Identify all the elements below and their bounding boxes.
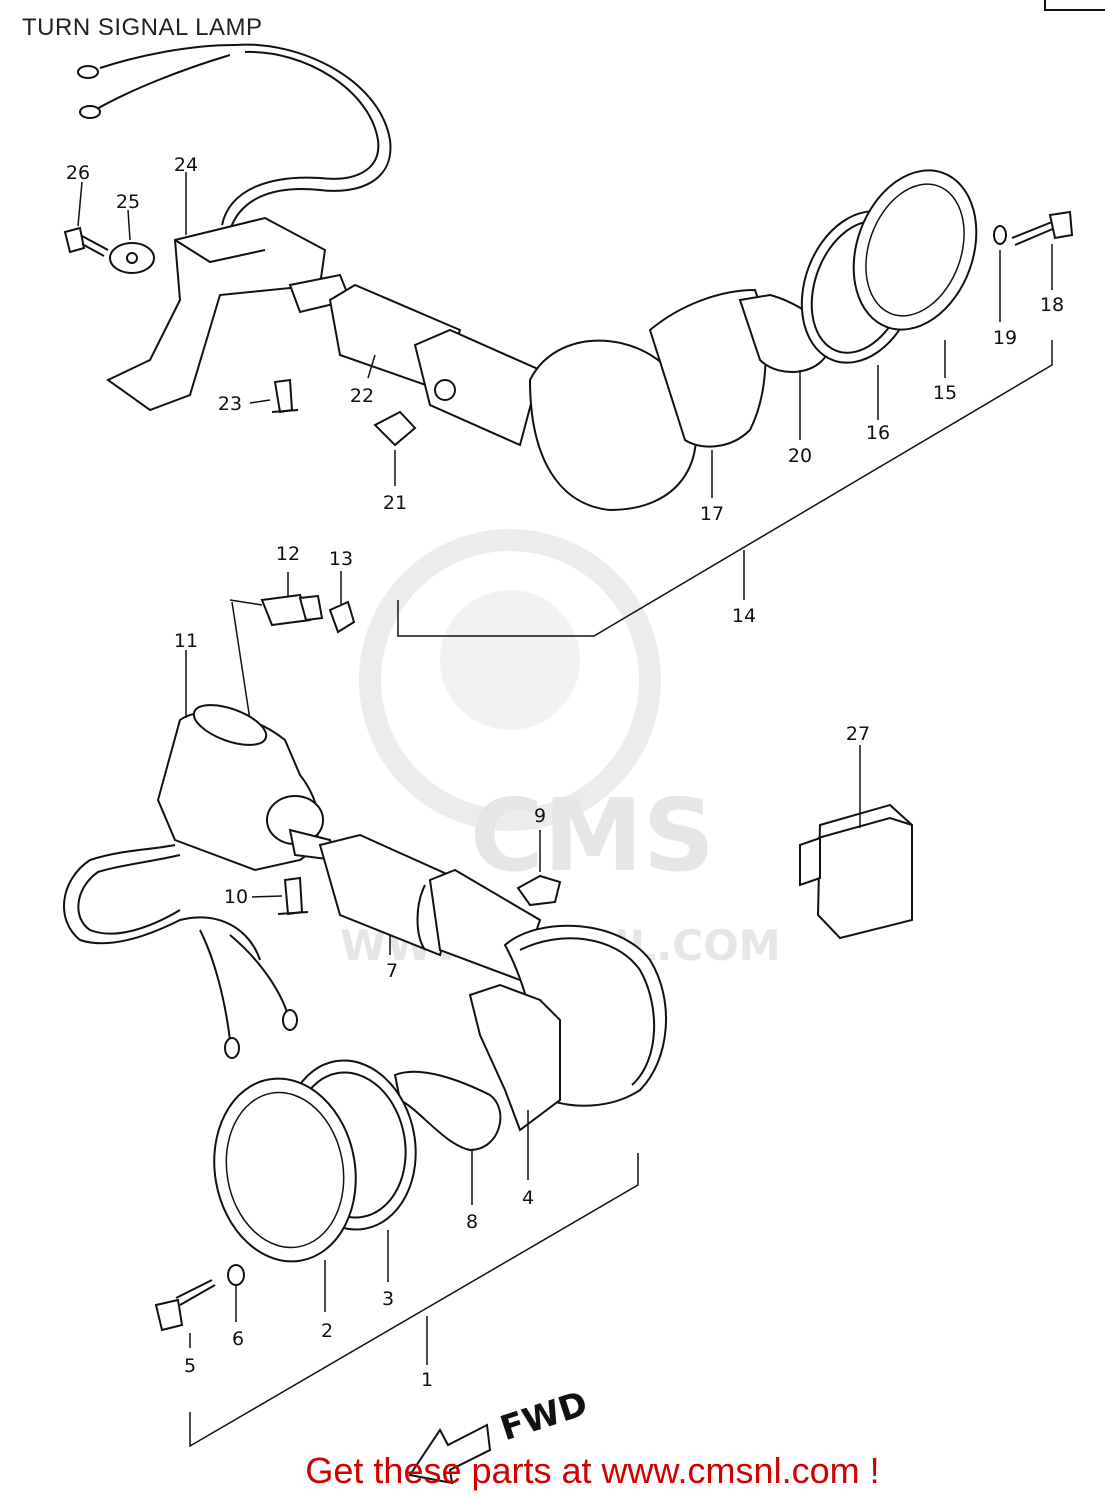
label-15: 15 (933, 382, 957, 404)
label-8: 8 (466, 1211, 478, 1233)
watermark-brand: CMS (470, 777, 715, 894)
label-10: 10 (224, 886, 248, 908)
rear-turn-signal-assembly (63, 43, 1074, 637)
label-11: 11 (174, 630, 198, 652)
label-3: 3 (382, 1288, 394, 1310)
label-20: 20 (788, 445, 812, 467)
front-turn-signal-assembly (63, 571, 913, 1485)
label-18: 18 (1040, 294, 1064, 316)
label-27: 27 (846, 723, 870, 745)
label-23: 23 (218, 393, 242, 415)
label-19: 19 (993, 327, 1017, 349)
label-14: 14 (732, 605, 756, 627)
label-17: 17 (700, 503, 724, 525)
label-4: 4 (522, 1187, 534, 1209)
label-2: 2 (321, 1320, 333, 1342)
label-5: 5 (184, 1355, 196, 1377)
footer-link-container: Get these parts at www.cmsnl.com ! (0, 1450, 1105, 1492)
label-26: 26 (66, 162, 90, 184)
label-21: 21 (383, 492, 407, 514)
label-9: 9 (534, 805, 546, 827)
label-24: 24 (174, 154, 198, 176)
label-22: 22 (350, 385, 374, 407)
footer-link[interactable]: Get these parts at www.cmsnl.com ! (305, 1450, 880, 1491)
diagram-title: TURN SIGNAL LAMP (22, 14, 263, 41)
label-25: 25 (116, 191, 140, 213)
label-16: 16 (866, 422, 890, 444)
fwd-label: FWD (496, 1384, 593, 1450)
label-13: 13 (329, 548, 353, 570)
label-12: 12 (276, 543, 300, 565)
label-1: 1 (421, 1369, 433, 1391)
label-6: 6 (232, 1328, 244, 1350)
label-7: 7 (386, 960, 398, 982)
